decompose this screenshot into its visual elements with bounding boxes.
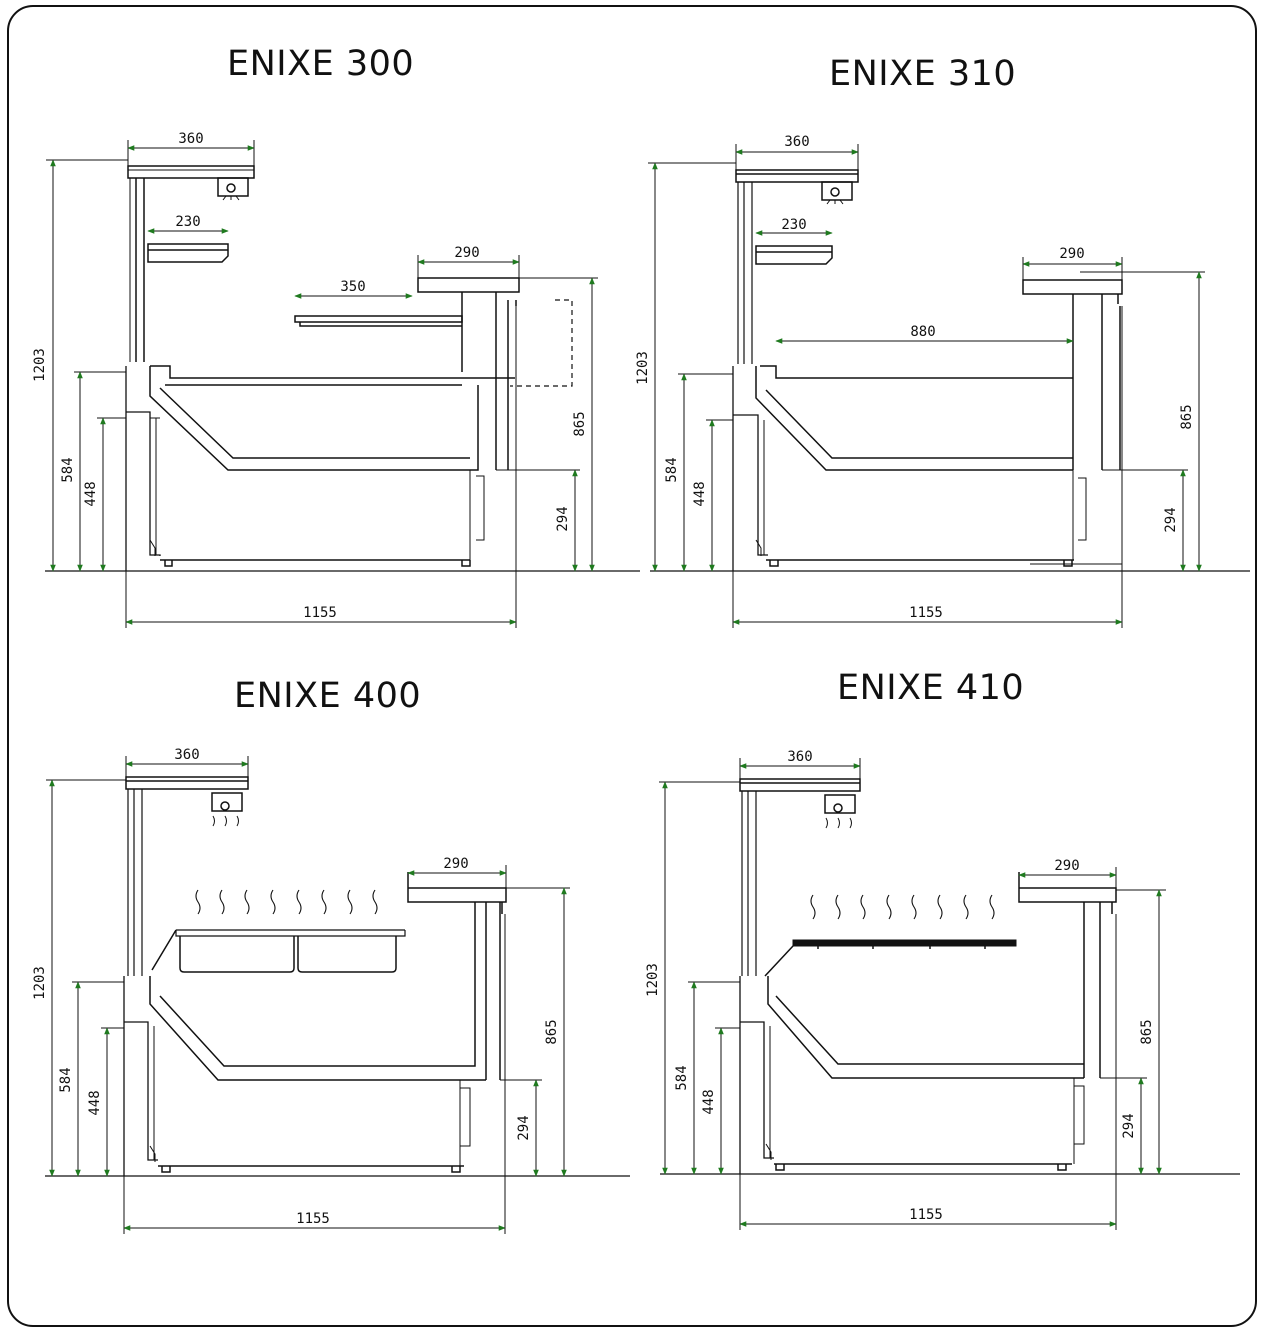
panel-enixe-310: 360 230 880 290 1203 584 448 865 294 115… — [635, 134, 1250, 628]
panel-enixe-300: 360 230 350 290 1203 584 448 865 294 115… — [32, 131, 640, 628]
mid-shelf — [294, 315, 463, 327]
dim-top-width: 360 — [784, 134, 809, 150]
lamp-icon — [226, 183, 236, 193]
dim-deck-height: 584 — [60, 457, 76, 482]
dim-base-height: 448 — [83, 481, 99, 506]
dim-depth: 1155 — [296, 1211, 330, 1227]
panel-enixe-410: 360 290 1203 584 448 865 294 1155 — [645, 749, 1240, 1230]
dim-counter-height: 865 — [1139, 1019, 1155, 1044]
pans — [179, 936, 397, 973]
heat-waves — [810, 894, 995, 920]
dim-shelf-upper: 230 — [175, 214, 200, 230]
dim-top-width: 360 — [178, 131, 203, 147]
dim-base-height: 448 — [87, 1090, 103, 1115]
rear-top — [417, 277, 520, 293]
dim-deck-height: 584 — [664, 457, 680, 482]
dim-top-width: 360 — [174, 747, 199, 763]
dim-rear-base: 294 — [516, 1115, 532, 1140]
dim-deck-height: 584 — [58, 1067, 74, 1092]
title-enixe-400: ENIXE 400 — [234, 676, 422, 716]
heated-plate — [792, 939, 1017, 947]
well-outer — [149, 366, 479, 471]
dim-rear-top: 290 — [443, 856, 468, 872]
title-enixe-410: ENIXE 410 — [837, 668, 1025, 708]
dim-total-height: 1203 — [32, 966, 48, 1000]
dim-base-height: 448 — [701, 1089, 717, 1114]
rear-post — [461, 292, 517, 470]
dim-depth: 1155 — [909, 605, 943, 621]
deck-front — [150, 365, 515, 379]
lamp-box — [217, 177, 249, 197]
dim-base-height: 448 — [692, 481, 708, 506]
dim-depth: 1155 — [303, 605, 337, 621]
dim-counter-height: 865 — [1179, 404, 1195, 429]
upper-shelf — [147, 243, 229, 263]
dashed-option — [510, 299, 573, 387]
dim-total-height: 1203 — [645, 963, 661, 997]
dim-rear-base: 294 — [1163, 507, 1179, 532]
dim-rear-top: 290 — [1054, 858, 1079, 874]
panel-enixe-400: 360 290 1203 584 448 865 294 1155 — [32, 747, 630, 1234]
dim-rear-base: 294 — [555, 506, 571, 531]
base-feet — [160, 559, 471, 567]
drawing-frame — [7, 5, 1257, 1327]
dim-deck-height: 584 — [674, 1065, 690, 1090]
dim-counter-height: 865 — [572, 411, 588, 436]
dim-shelf-mid: 880 — [910, 324, 935, 340]
canopy-post — [135, 178, 145, 362]
dim-shelf-upper: 230 — [781, 217, 806, 233]
well-inner — [159, 387, 470, 459]
dim-total-height: 1203 — [32, 348, 48, 382]
title-enixe-310: ENIXE 310 — [829, 54, 1017, 94]
dim-depth: 1155 — [909, 1207, 943, 1223]
heat-waves — [195, 889, 378, 915]
dim-total-height: 1203 — [635, 351, 651, 385]
dim-counter-height: 865 — [544, 1019, 560, 1044]
pan-rim — [175, 929, 406, 937]
dim-top-width: 360 — [787, 749, 812, 765]
dim-shelf-mid: 350 — [340, 279, 365, 295]
dim-rear-base: 294 — [1121, 1113, 1137, 1138]
dim-rear-top: 290 — [454, 245, 479, 261]
title-enixe-300: ENIXE 300 — [227, 44, 415, 84]
dim-rear-top: 290 — [1059, 246, 1084, 262]
canopy — [127, 165, 255, 179]
